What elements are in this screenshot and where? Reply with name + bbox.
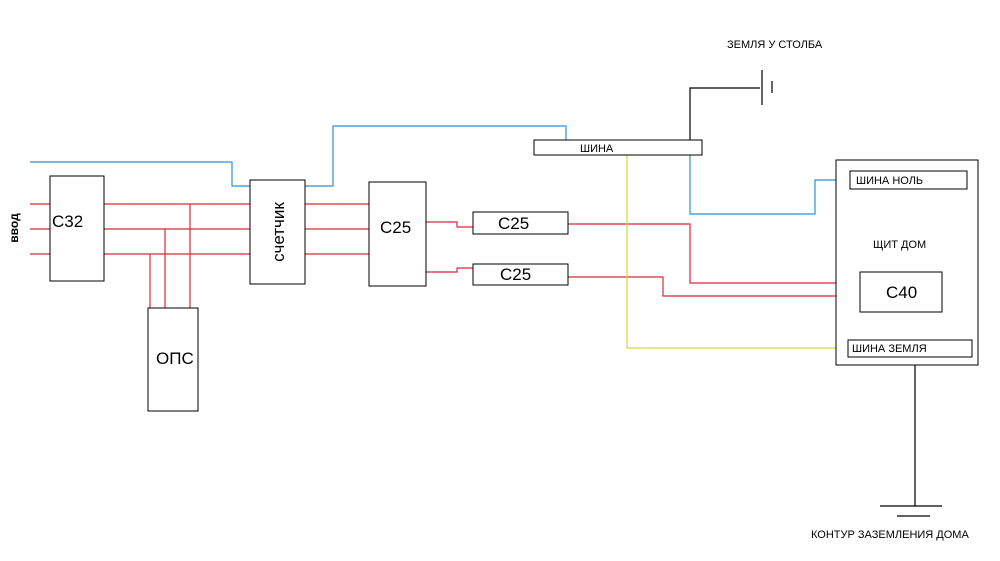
main-bus-label: ШИНА	[580, 143, 614, 155]
ground-bus-label: ШИНА ЗЕМЛЯ	[852, 343, 927, 355]
breaker-c25-line-2: С25	[472, 263, 569, 286]
breaker-c32: С32	[49, 175, 105, 282]
input-phase-wires	[30, 203, 50, 255]
house-panel-label: ЩИТ ДОМ	[873, 239, 926, 251]
neutral-bus: ШИНА НОЛЬ	[849, 170, 968, 190]
house-panel: ЩИТ ДОМ	[835, 159, 979, 366]
pole-ground-label: ЗЕМЛЯ У СТОЛБА	[727, 39, 823, 51]
breaker-c25-group-label: С25	[380, 218, 411, 237]
meter-to-c25-wires	[305, 203, 369, 255]
c25-outputs	[426, 221, 473, 273]
pole-ground-symbol	[761, 70, 773, 105]
meter-label: счетчик	[269, 202, 288, 262]
breaker-c32-label: С32	[52, 212, 83, 231]
house-ground-label: КОНТУР ЗАЗЕМЛЕНИЯ ДОМА	[811, 529, 969, 541]
ground-bus: ШИНА ЗЕМЛЯ	[847, 339, 973, 358]
breaker-c25-line-1-label: С25	[498, 214, 529, 233]
neutral-bus-label: ШИНА НОЛЬ	[856, 175, 923, 187]
ground-wires	[626, 155, 848, 349]
surge-protector-label: ОПС	[156, 349, 194, 368]
ground-connections	[689, 87, 916, 506]
surge-protector: ОПС	[147, 307, 199, 412]
breaker-c25-line-1: С25	[472, 211, 569, 235]
house-feed-wires	[568, 223, 860, 297]
main-bus: ШИНА	[533, 139, 703, 156]
breaker-c40: С40	[859, 271, 943, 313]
input-label: ввод	[7, 213, 21, 243]
neutral-wires	[30, 125, 850, 215]
breaker-c25-group: С25	[368, 181, 427, 287]
breaker-c40-label: С40	[886, 283, 917, 302]
surge-protector-taps	[149, 204, 191, 308]
house-ground-symbol	[880, 505, 942, 517]
meter: счетчик	[249, 179, 306, 285]
breaker-c25-line-2-label: С25	[500, 265, 531, 284]
c32-to-meter-wires	[104, 203, 250, 255]
